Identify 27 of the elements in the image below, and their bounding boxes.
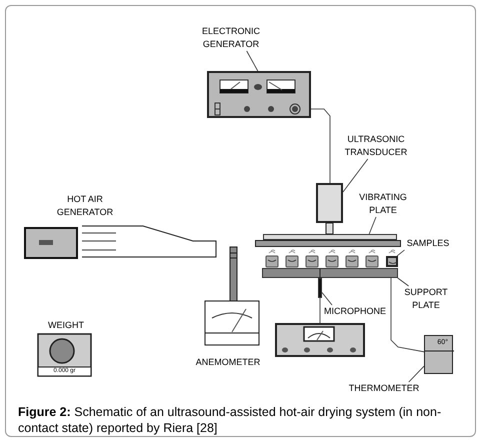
part-label: ULTRASONIC TRANSDUCER — [334, 133, 418, 159]
part-label: THERMOMETER — [338, 382, 430, 395]
support-plate-drawing — [262, 268, 398, 278]
leader-line — [246, 50, 258, 72]
leader-line — [397, 278, 409, 286]
leader-line — [396, 250, 405, 256]
part-label: SAMPLES — [401, 237, 455, 250]
microphone-rod — [318, 278, 322, 298]
leader-line — [342, 158, 368, 192]
part-label: VIBRATING PLATE — [350, 191, 416, 217]
part-label: WEIGHT — [47, 319, 85, 332]
transducer-drawing — [316, 183, 343, 223]
part-label: ELECTRONIC GENERATOR — [188, 25, 274, 51]
signal-generator-drawing — [207, 71, 311, 118]
sample-drawing — [386, 256, 398, 267]
figure-caption: Figure 2: Schematic of an ultrasound-assisted hot-air drying system (in non-contact state) reported by Riera [28] — [18, 404, 442, 436]
leader-line — [408, 366, 424, 382]
part-label: MICROPHONE — [320, 305, 390, 317]
part-label: SUPPORT PLATE — [396, 286, 456, 312]
vibrating-plate — [263, 234, 397, 240]
leader-line — [368, 216, 376, 234]
cable — [310, 108, 330, 184]
sound-meter-drawing — [275, 323, 365, 357]
part-label: ANEMOMETER — [194, 356, 262, 369]
cable — [390, 278, 424, 352]
leader-line — [322, 292, 332, 306]
part-label: HOT AIR GENERATOR — [56, 193, 114, 219]
